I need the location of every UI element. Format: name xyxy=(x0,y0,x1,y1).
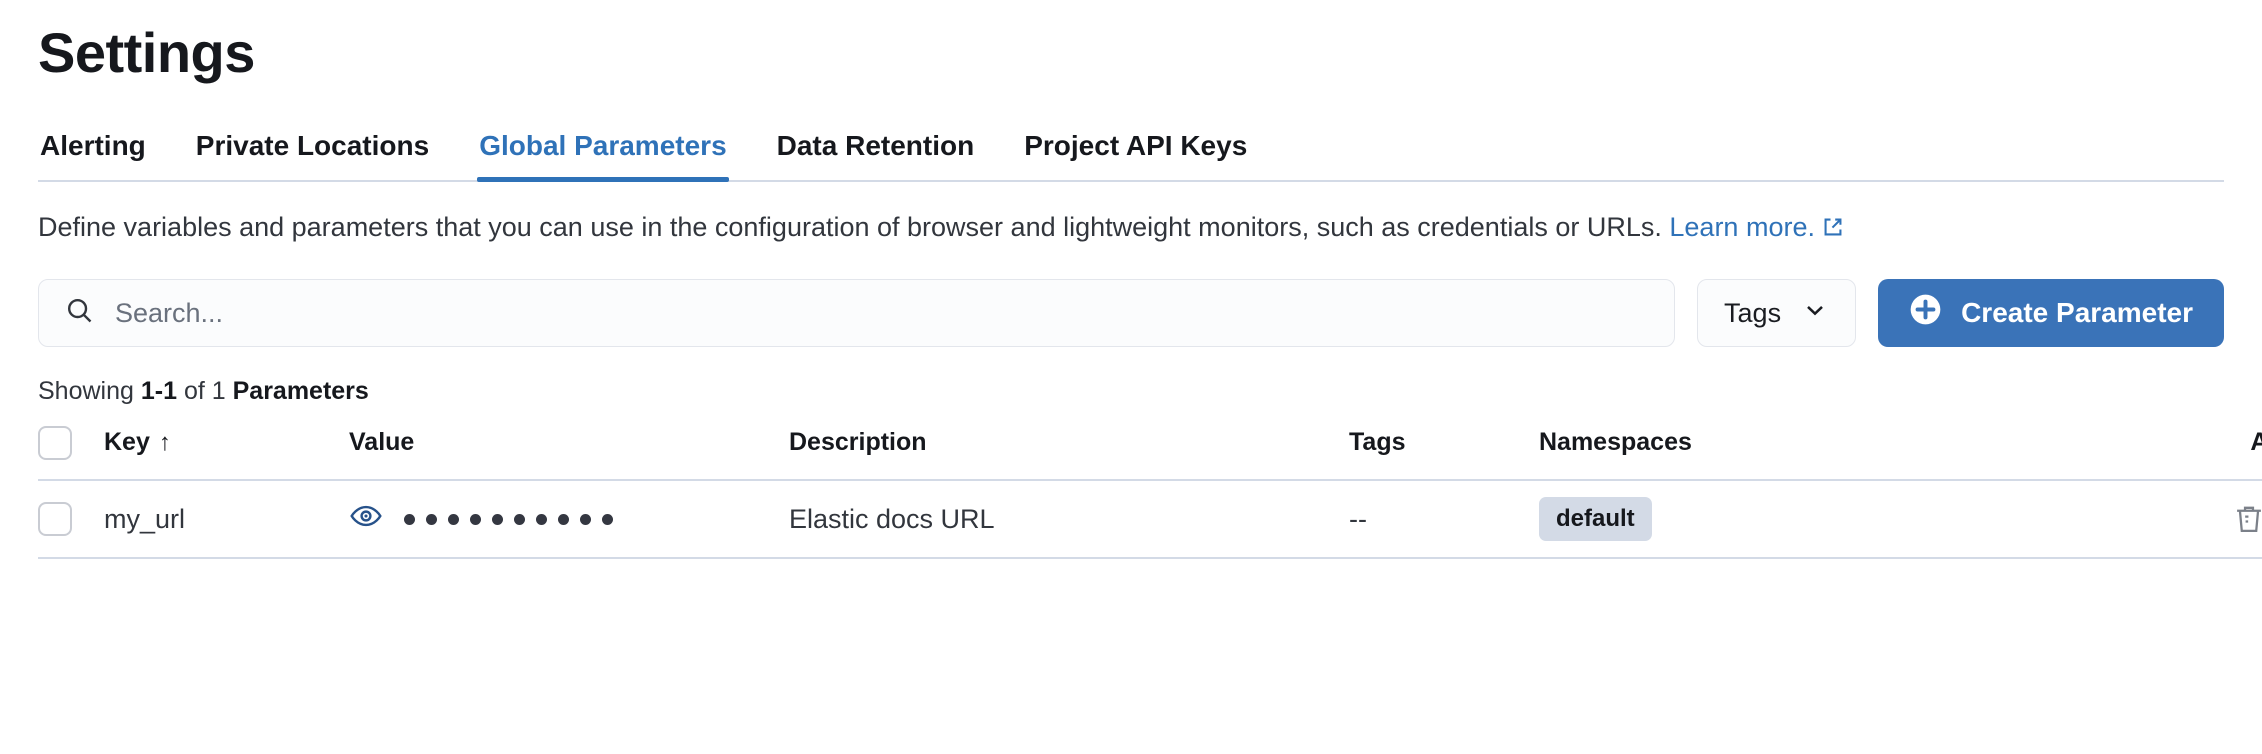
plus-circle-icon xyxy=(1909,293,1942,333)
page-description: Define variables and parameters that you… xyxy=(38,208,2218,250)
tab-global-parameters[interactable]: Global Parameters xyxy=(477,130,730,182)
create-parameter-label: Create Parameter xyxy=(1961,297,2193,329)
summary-prefix: Showing xyxy=(38,377,134,406)
tab-project-api-keys[interactable]: Project API Keys xyxy=(1022,130,1249,180)
row-description-cell: Elastic docs URL xyxy=(789,480,1349,560)
tab-list: Alerting Private Locations Global Parame… xyxy=(38,118,2224,182)
learn-more-link[interactable]: Learn more. xyxy=(1669,212,1844,242)
search-icon xyxy=(65,296,95,331)
row-checkbox[interactable] xyxy=(38,502,72,537)
column-header-description[interactable]: Description xyxy=(789,424,1349,482)
learn-more-label: Learn more. xyxy=(1669,211,1815,242)
tab-alerting[interactable]: Alerting xyxy=(38,130,148,180)
controls-row: Tags Create Parameter xyxy=(38,279,2224,348)
summary-middle: of 1 xyxy=(183,377,226,406)
delete-parameter-button[interactable] xyxy=(2232,502,2262,536)
row-namespaces-cell: default xyxy=(1539,480,2084,560)
row-actions xyxy=(2084,502,2262,536)
search-input[interactable] xyxy=(115,297,1649,329)
row-value-cell xyxy=(349,480,789,560)
column-header-value[interactable]: Value xyxy=(349,424,789,482)
arrow-up-icon: ↑ xyxy=(158,429,171,457)
trash-icon xyxy=(2232,506,2262,539)
table-header-row: Key ↑ Value Description Tags Namespaces A… xyxy=(38,424,2262,482)
summary-range: 1-1 xyxy=(140,377,177,406)
search-box[interactable] xyxy=(38,279,1676,348)
row-select-cell xyxy=(38,480,104,560)
column-header-key[interactable]: Key ↑ xyxy=(104,424,349,482)
tags-filter-label: Tags xyxy=(1724,297,1782,328)
row-key-cell: my_url xyxy=(104,480,349,560)
tab-data-retention[interactable]: Data Retention xyxy=(775,130,977,180)
tabs-divider xyxy=(38,179,2224,182)
external-link-icon xyxy=(1822,210,1844,250)
description-text: Define variables and parameters that you… xyxy=(38,211,1662,242)
eye-icon[interactable] xyxy=(349,499,383,540)
row-tags-cell: -- xyxy=(1349,480,1539,560)
table-row: my_url xyxy=(38,480,2262,560)
row-actions-cell xyxy=(2084,480,2262,560)
select-all-header xyxy=(38,424,104,482)
parameters-table: Key ↑ Value Description Tags Namespaces A… xyxy=(38,424,2262,560)
table-body: my_url xyxy=(38,480,2262,560)
column-label-key: Key xyxy=(104,428,150,457)
namespace-badge: default xyxy=(1539,497,1652,542)
select-all-checkbox[interactable] xyxy=(38,425,72,460)
tabs-container: Alerting Private Locations Global Parame… xyxy=(38,118,2224,182)
value-mask-dots xyxy=(404,513,613,525)
results-summary: Showing 1-1 of 1 Parameters xyxy=(38,377,2224,406)
column-header-tags[interactable]: Tags xyxy=(1349,424,1539,482)
column-header-actions: Actions xyxy=(2084,424,2262,482)
table-header: Key ↑ Value Description Tags Namespaces A… xyxy=(38,424,2262,482)
page-title: Settings xyxy=(38,21,255,84)
masked-value xyxy=(349,499,789,540)
tags-filter-button[interactable]: Tags xyxy=(1697,279,1857,348)
summary-entity: Parameters xyxy=(232,377,369,406)
column-header-namespaces[interactable]: Namespaces xyxy=(1539,424,2084,482)
chevron-down-icon xyxy=(1801,296,1829,331)
create-parameter-button[interactable]: Create Parameter xyxy=(1878,279,2224,348)
tab-private-locations[interactable]: Private Locations xyxy=(194,130,431,180)
